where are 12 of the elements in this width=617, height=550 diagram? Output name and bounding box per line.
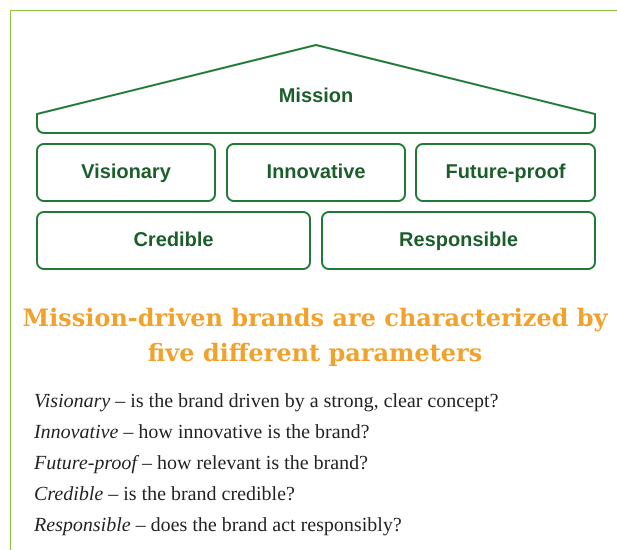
- pillar-box: Responsible: [321, 211, 596, 270]
- description-line: Innovative – how innovative is the brand?: [34, 421, 370, 444]
- roof-shape: Mission: [36, 44, 596, 134]
- description-line: Responsible – does the brand act responsibly?: [34, 514, 402, 537]
- pillar-box: Future-proof: [415, 143, 596, 202]
- description-line: Visionary – is the brand driven by a strong, clear concept?: [34, 390, 498, 413]
- pillar-box: Innovative: [226, 143, 406, 202]
- heading: Mission-driven brands are characterized by five different parameters: [22, 302, 609, 369]
- pillar-box: Visionary: [36, 143, 216, 202]
- description-line: Credible – is the brand credible?: [34, 483, 295, 506]
- description-line: Future-proof – how relevant is the brand?: [34, 452, 368, 475]
- pillar-box: Credible: [36, 211, 311, 270]
